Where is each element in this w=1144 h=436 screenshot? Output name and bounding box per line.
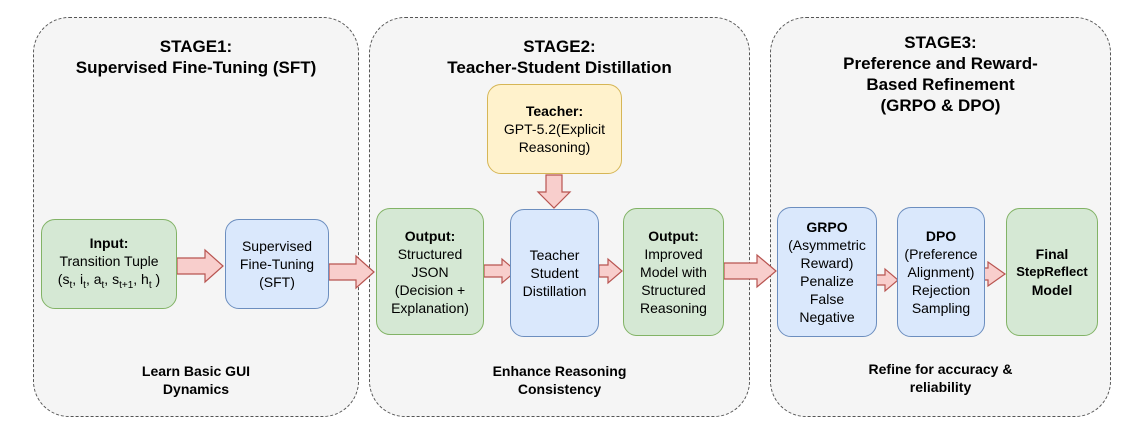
- output2-line: Improved: [644, 246, 703, 262]
- dpo-line: Sampling: [911, 300, 971, 316]
- stage-2-footer: Enhance Reasoning Consistency: [370, 362, 749, 398]
- input-node: Input: Transition Tuple (st, it, at, st+…: [41, 219, 177, 309]
- stage-2-title-line: Teacher-Student Distillation: [447, 58, 672, 77]
- stage-1-title-line: STAGE1:: [159, 37, 233, 56]
- grpo-heading: GRPO: [806, 219, 848, 235]
- tuple-a: a: [93, 270, 102, 287]
- stage-3-title-line: STAGE3:: [904, 33, 977, 52]
- output1-line: (Decision +: [394, 281, 466, 298]
- stage-1-panel: STAGE1: Supervised Fine-Tuning (SFT) Lea…: [33, 17, 359, 417]
- arrow-input-to-sft: [176, 248, 224, 284]
- output2-heading: Output:: [648, 228, 699, 244]
- final-model-node: Final StepReflect Model: [1006, 208, 1098, 336]
- arrow-output2-to-grpo: [723, 253, 777, 289]
- output2-line: Structured: [641, 282, 706, 298]
- final-line: Final: [1035, 246, 1069, 262]
- grpo-line: (Asymmetric: [788, 237, 866, 253]
- output1-heading: Output:: [404, 227, 456, 244]
- input-heading: Input:: [89, 234, 129, 251]
- distill-line: Student: [530, 265, 579, 281]
- grpo-line: Reward): [800, 255, 854, 271]
- dpo-line: Rejection: [911, 282, 971, 298]
- stage-2-footer-line: Enhance Reasoning: [492, 363, 627, 379]
- tuple-h: h: [141, 270, 149, 287]
- stage-3-title-line: (GRPO & DPO): [880, 96, 1001, 115]
- distillation-node: Teacher Student Distillation: [510, 209, 599, 337]
- stage-1-title: STAGE1: Supervised Fine-Tuning (SFT): [34, 36, 358, 78]
- tuple-s-next-sub: t+1: [119, 279, 134, 291]
- stage-3-footer-line: Refine for accuracy &: [868, 361, 1013, 377]
- output1-line: JSON: [411, 263, 449, 280]
- stage-1-footer-line: Learn Basic GUI: [141, 363, 251, 379]
- teacher-line: Reasoning): [518, 139, 591, 155]
- output1-line: Explanation): [391, 299, 469, 316]
- dpo-node: DPO (Preference Alignment) Rejection Sam…: [897, 207, 985, 337]
- grpo-node: GRPO (Asymmetric Reward) Penalize False …: [777, 207, 877, 337]
- stage-1-title-line: Supervised Fine-Tuning (SFT): [75, 58, 317, 77]
- sft-line: Fine-Tuning: [239, 256, 315, 272]
- output-structured-json-node: Output: Structured JSON (Decision + Expl…: [376, 208, 484, 335]
- sft-line: Supervised: [241, 238, 313, 254]
- sft-line: (SFT): [259, 274, 295, 290]
- stage-2-title-line: STAGE2:: [523, 37, 596, 56]
- dpo-line: Alignment): [907, 264, 975, 280]
- stage-3-footer-line: reliability: [909, 379, 972, 395]
- grpo-line: False: [809, 291, 845, 307]
- dpo-heading: DPO: [925, 228, 957, 244]
- arrow-teacher-to-distill: [536, 174, 572, 209]
- stage-2-footer-line: Consistency: [517, 381, 602, 397]
- dpo-line: (Preference: [904, 246, 978, 262]
- output1-line: Structured: [397, 245, 463, 262]
- output-improved-model-node: Output: Improved Model with Structured R…: [623, 208, 724, 336]
- teacher-node: Teacher: GPT-5.2(Explicit Reasoning): [487, 84, 622, 174]
- final-line: Model: [1031, 282, 1073, 298]
- output2-line: Model with: [640, 264, 707, 280]
- sft-node: Supervised Fine-Tuning (SFT): [225, 219, 329, 309]
- stage-1-footer: Learn Basic GUI Dynamics: [34, 362, 358, 398]
- final-line: StepReflect: [1016, 264, 1088, 279]
- grpo-line: Penalize: [800, 273, 854, 289]
- tuple-s-next: s: [112, 270, 120, 287]
- teacher-line: GPT-5.2(Explicit: [503, 121, 606, 137]
- teacher-heading: Teacher:: [525, 103, 584, 119]
- output2-line: Reasoning: [640, 300, 707, 316]
- stage-3-title: STAGE3: Preference and Reward- Based Ref…: [771, 32, 1110, 116]
- input-line: Transition Tuple: [59, 252, 159, 269]
- tuple-h-sub: t: [148, 279, 152, 291]
- distill-line: Distillation: [522, 283, 587, 299]
- transition-tuple: (st, it, at, st+1, ht ): [57, 270, 161, 291]
- tuple-i-sub: t: [83, 279, 86, 291]
- distill-line: Teacher: [529, 247, 580, 263]
- arrow-sft-to-output1: [328, 254, 375, 290]
- stage-1-footer-line: Dynamics: [162, 381, 230, 397]
- stage-3-footer: Refine for accuracy & reliability: [771, 360, 1110, 396]
- stage-3-title-line: Based Refinement: [866, 75, 1015, 94]
- stage-2-title: STAGE2: Teacher-Student Distillation: [370, 36, 749, 78]
- arrow-grpo-to-dpo: [875, 267, 899, 293]
- tuple-a-sub: t: [101, 279, 105, 291]
- tuple-s-sub: t: [69, 279, 73, 291]
- stage-3-title-line: Preference and Reward-: [843, 54, 1038, 73]
- tuple-i: i: [80, 270, 84, 287]
- arrow-output1-to-distill: [483, 257, 517, 285]
- arrow-distill-to-output2: [598, 257, 623, 285]
- tuple-s: s: [62, 270, 70, 287]
- grpo-line: Negative: [799, 309, 855, 325]
